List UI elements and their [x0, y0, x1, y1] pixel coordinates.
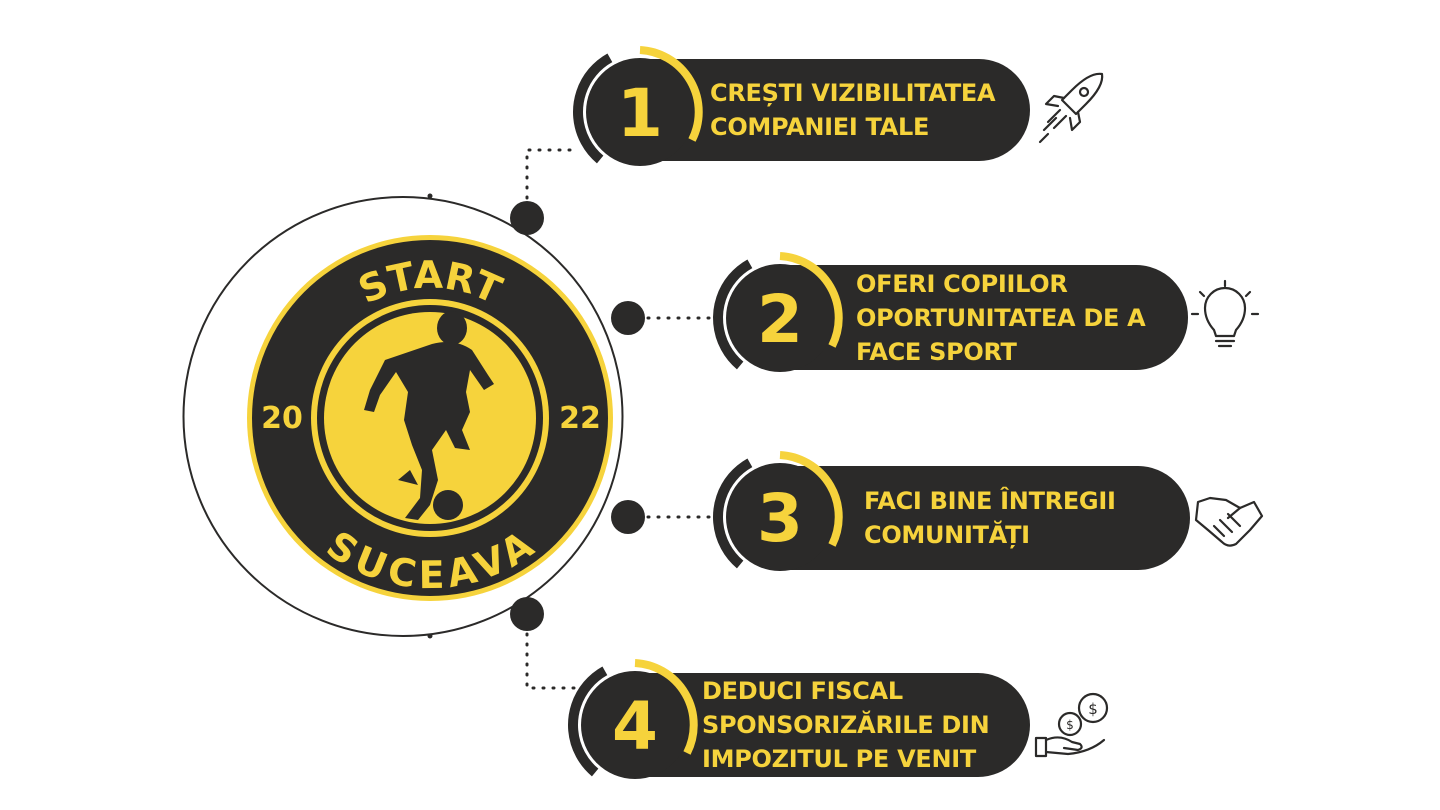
- footballer-silhouette: [364, 311, 494, 520]
- money-hand-icon: $ $: [1034, 692, 1109, 758]
- node-dot-2: [611, 301, 645, 335]
- rocket-icon: [1038, 72, 1104, 144]
- node-dot-1: [510, 201, 544, 235]
- benefit-text-4: DEDUCI FISCAL SPONSORIZĂRILE DIN IMPOZIT…: [702, 677, 990, 773]
- svg-text:$: $: [1088, 700, 1098, 718]
- start-suceava-logo: START SUCEAVA 20 22: [247, 235, 613, 601]
- lightbulb-icon: [1190, 279, 1260, 348]
- benefit-pill-2: OFERI COPIILOR OPORTUNITATEA DE A FACE S…: [730, 265, 1188, 370]
- svg-text:$: $: [1066, 718, 1074, 732]
- logo-year-right: 22: [559, 401, 601, 436]
- node-dot-3: [611, 500, 645, 534]
- benefit-pill-3: FACI BINE ÎNTREGII COMUNITĂȚI: [730, 466, 1190, 570]
- benefit-text-1: CREȘTI VIZIBILITATEA COMPANIEI TALE: [710, 79, 996, 141]
- benefit-pill-1: CREȘTI VIZIBILITATEA COMPANIEI TALE: [590, 59, 1030, 161]
- outer-ring-left-arc: [182, 196, 404, 637]
- connector-4: [525, 612, 582, 690]
- ring-endpoint-dot: [427, 193, 433, 199]
- benefit-text-2: OFERI COPIILOR OPORTUNITATEA DE A FACE S…: [856, 269, 1146, 366]
- outer-ring: [402, 196, 624, 637]
- benefit-text-3: FACI BINE ÎNTREGII COMUNITĂȚI: [864, 487, 1116, 549]
- benefit-pill-4: DEDUCI FISCAL SPONSORIZĂRILE DIN IMPOZIT…: [586, 673, 1030, 777]
- ring-endpoint-dot: [427, 633, 433, 639]
- handshake-icon: [1194, 496, 1264, 547]
- logo-year-left: 20: [261, 401, 303, 436]
- node-dot-4: [510, 597, 544, 631]
